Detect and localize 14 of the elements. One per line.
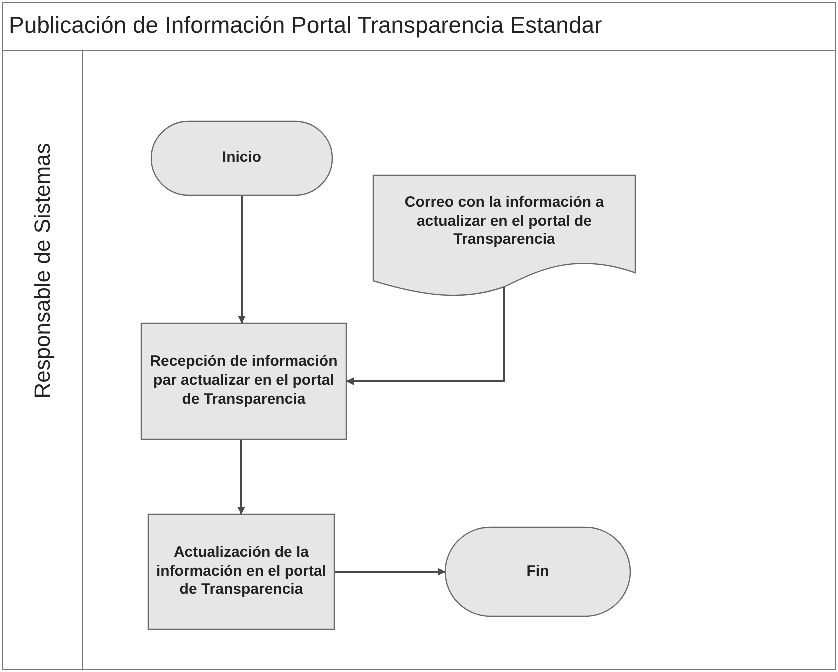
node-label: Actualización de la información en el portal de Transparencia bbox=[156, 544, 327, 600]
process-box bbox=[141, 323, 347, 440]
node-label: Recepción de información par actualizar en el portal de Transparencia bbox=[149, 353, 339, 410]
arrow bbox=[335, 568, 446, 576]
node-label: Fin bbox=[526, 562, 550, 582]
document-shape bbox=[373, 175, 636, 295]
arrow bbox=[346, 287, 506, 386]
node-label: Inicio bbox=[222, 149, 262, 168]
pool-title: Publicación de Información Portal Transparencia Estandar bbox=[9, 12, 602, 39]
arrow bbox=[238, 440, 246, 515]
process-box bbox=[148, 514, 335, 630]
arrow bbox=[238, 196, 246, 324]
lane-label: Responsable de Sistemas bbox=[30, 143, 56, 399]
node-label: Correo con la información a actualizar en el portal de Transparencia bbox=[404, 194, 606, 250]
